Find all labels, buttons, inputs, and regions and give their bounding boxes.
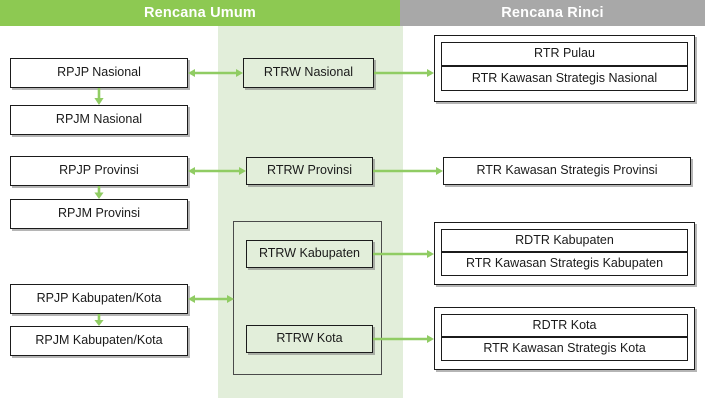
header-rencana-rinci-label: Rencana Rinci — [501, 5, 604, 21]
box-rtrw-nasional[interactable]: RTRW Nasional — [243, 58, 374, 88]
box-rpjm-kabupaten-kota-label: RPJM Kabupaten/Kota — [35, 333, 163, 348]
box-rpjp-kabupaten-kota-label: RPJP Kabupaten/Kota — [36, 291, 162, 306]
arrow-rpjp-nasional-to-rpjm-nasional — [92, 88, 106, 106]
box-rdtr-kabupaten[interactable]: RDTR Kabupaten — [441, 229, 688, 252]
box-rtr-pulau[interactable]: RTR Pulau — [441, 42, 688, 66]
box-rtr-kawasan-strategis-nasional-label: RTR Kawasan Strategis Nasional — [471, 70, 658, 85]
arrow-rpjp-kabkota-to-rpjm-kabkota — [92, 314, 106, 327]
header-rencana-umum: Rencana Umum — [0, 0, 400, 26]
box-rtr-pulau-label: RTR Pulau — [534, 46, 595, 61]
box-rpjp-kabupaten-kota[interactable]: RPJP Kabupaten/Kota — [10, 284, 188, 314]
group-rencana-rinci-nasional: RTR Pulau RTR Kawasan Strategis Nasional — [434, 35, 695, 102]
box-rtr-kawasan-strategis-kota-label: RTR Kawasan Strategis Kota — [483, 341, 646, 356]
arrow-rtrw-nasional-to-rtr-pulau-group — [374, 65, 434, 81]
box-rtrw-kota-label: RTRW Kota — [276, 331, 343, 346]
box-rpjp-provinsi[interactable]: RPJP Provinsi — [10, 156, 188, 186]
header-rencana-rinci: Rencana Rinci — [400, 0, 705, 26]
box-rpjm-nasional[interactable]: RPJM Nasional — [10, 105, 188, 135]
box-rtrw-kota[interactable]: RTRW Kota — [246, 325, 373, 353]
box-rpjm-kabupaten-kota[interactable]: RPJM Kabupaten/Kota — [10, 326, 188, 356]
box-rtr-kawasan-strategis-nasional[interactable]: RTR Kawasan Strategis Nasional — [441, 66, 688, 91]
box-rtrw-provinsi-label: RTRW Provinsi — [267, 163, 352, 178]
box-rtr-kawasan-strategis-provinsi[interactable]: RTR Kawasan Strategis Provinsi — [443, 157, 691, 185]
arrow-rpjp-nasional-rtrw-nasional — [188, 65, 243, 81]
box-rtr-kawasan-strategis-kota[interactable]: RTR Kawasan Strategis Kota — [441, 337, 688, 361]
box-rpjp-provinsi-label: RPJP Provinsi — [59, 163, 139, 178]
box-rtr-kawasan-strategis-kabupaten[interactable]: RTR Kawasan Strategis Kabupaten — [441, 252, 688, 276]
arrow-rtrw-kabupaten-to-rdtr-kabupaten-group — [373, 246, 434, 262]
group-rencana-rinci-kabupaten: RDTR Kabupaten RTR Kawasan Strategis Kab… — [434, 222, 695, 285]
box-rdtr-kabupaten-label: RDTR Kabupaten — [515, 232, 614, 247]
box-rdtr-kota-label: RDTR Kota — [532, 317, 597, 332]
box-rpjp-nasional[interactable]: RPJP Nasional — [10, 58, 188, 88]
box-rtrw-provinsi[interactable]: RTRW Provinsi — [246, 157, 373, 185]
arrow-rpjp-provinsi-to-rpjm-provinsi — [92, 186, 106, 200]
box-rtr-kawasan-strategis-kabupaten-label: RTR Kawasan Strategis Kabupaten — [465, 256, 664, 271]
box-rpjm-nasional-label: RPJM Nasional — [55, 112, 143, 127]
box-rpjm-provinsi-label: RPJM Provinsi — [58, 206, 140, 221]
box-rpjm-provinsi[interactable]: RPJM Provinsi — [10, 199, 188, 229]
box-rtrw-kabupaten-label: RTRW Kabupaten — [259, 246, 360, 261]
arrow-rpjp-kabkota-rtrw-region — [188, 291, 234, 307]
box-rtrw-kabupaten[interactable]: RTRW Kabupaten — [246, 240, 373, 268]
box-rpjp-nasional-label: RPJP Nasional — [57, 65, 141, 80]
box-rtr-kawasan-strategis-provinsi-label: RTR Kawasan Strategis Provinsi — [476, 163, 658, 178]
group-rencana-rinci-kota: RDTR Kota RTR Kawasan Strategis Kota — [434, 307, 695, 370]
box-rdtr-kota[interactable]: RDTR Kota — [441, 314, 688, 337]
arrow-rtrw-kota-to-rdtr-kota-group — [373, 331, 434, 347]
box-rtrw-nasional-label: RTRW Nasional — [263, 65, 354, 80]
header-rencana-umum-label: Rencana Umum — [144, 5, 256, 21]
arrow-rpjp-provinsi-rtrw-provinsi — [188, 163, 246, 179]
arrow-rtrw-provinsi-to-rtr-ks-provinsi — [373, 163, 443, 179]
